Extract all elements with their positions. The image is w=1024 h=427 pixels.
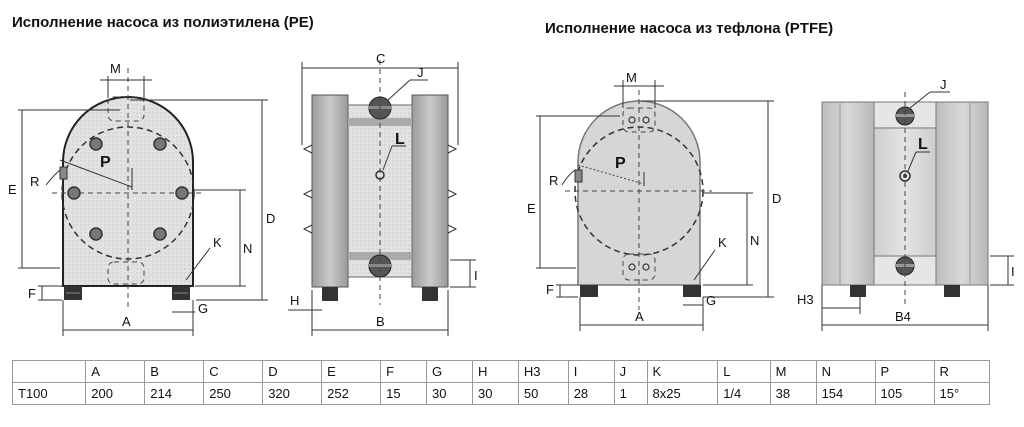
header-cell: L [717, 360, 771, 383]
ptfe-side-label-b4: B4 [895, 309, 911, 324]
pe-front-label-r: R [30, 174, 39, 189]
table-cell: 1/4 [717, 382, 771, 405]
pe-front-view: M P R E D N K F G A [8, 61, 275, 336]
pe-front-label-g: G [198, 301, 208, 316]
table-cell: 200 [85, 382, 146, 405]
table-cell: 8x25 [646, 382, 719, 405]
title-pe: Исполнение насоса из полиэтилена (PE) [12, 14, 314, 31]
table-cell: T100 [11, 382, 87, 405]
table-cell: 154 [815, 382, 876, 405]
table-cell: 15° [933, 382, 990, 405]
header-cell: B [144, 360, 205, 383]
pe-side-label-i: I [474, 268, 478, 283]
table-row: T100 200 214 250 320 252 15 30 30 50 28 … [11, 382, 990, 405]
header-cell: G [426, 360, 473, 383]
table-cell: 30 [426, 382, 473, 405]
pe-side-label-h: H [290, 293, 299, 308]
table-cell: 15 [380, 382, 428, 405]
header-cell: H [471, 360, 519, 383]
ptfe-front-label-a: A [635, 309, 644, 324]
table-cell: 38 [769, 382, 817, 405]
pe-side-label-c: C [376, 51, 385, 66]
header-cell: E [321, 360, 382, 383]
pe-front-label-k: K [213, 235, 222, 250]
header-cell: J [613, 360, 648, 383]
pe-front-label-e: E [8, 182, 17, 197]
table-cell: 28 [567, 382, 615, 405]
table-header-row: A B C D E F G H H3 I J K L M N P R [11, 360, 990, 383]
header-cell: M [769, 360, 817, 383]
table-cell: 1 [613, 382, 648, 405]
header-cell: F [380, 360, 428, 383]
header-cell: A [85, 360, 146, 383]
ptfe-front-label-g: G [706, 293, 716, 308]
table-cell: 214 [144, 382, 205, 405]
header-cell: N [815, 360, 876, 383]
dimensions-table: A B C D E F G H H3 I J K L M N P R T100 … [11, 360, 990, 405]
ptfe-front-label-m: M [626, 70, 637, 85]
table-cell: 320 [262, 382, 323, 405]
header-cell: K [646, 360, 719, 383]
table-cell: 250 [203, 382, 264, 405]
ptfe-front-label-k: K [718, 235, 727, 250]
pe-side-label-b: B [376, 314, 385, 329]
pe-side-label-l: L [395, 131, 405, 148]
pe-front-label-n: N [243, 241, 252, 256]
header-cell [11, 360, 87, 383]
header-cell: H3 [517, 360, 569, 383]
pe-side-view: C J L I H B [288, 51, 478, 336]
ptfe-front-label-n: N [750, 233, 759, 248]
table-cell: 105 [874, 382, 935, 405]
ptfe-side-label-j: J [940, 77, 947, 92]
ptfe-front-label-r: R [549, 173, 558, 188]
pe-front-label-p: P [100, 154, 111, 171]
ptfe-side-label-i: I [1011, 264, 1015, 279]
header-cell: I [567, 360, 615, 383]
ptfe-front-label-d: D [772, 191, 781, 206]
ptfe-front-label-f: F [546, 282, 554, 297]
table-cell: 252 [321, 382, 382, 405]
title-ptfe: Исполнение насоса из тефлона (PTFE) [545, 20, 834, 37]
pe-front-label-m: M [110, 61, 121, 76]
ptfe-side-view: J L I H3 B4 [797, 77, 1015, 331]
ptfe-front-label-p: P [615, 155, 626, 172]
header-cell: P [874, 360, 935, 383]
ptfe-front-view: M P R E D N K F G A [527, 70, 781, 331]
ptfe-side-label-l: L [918, 136, 928, 153]
pe-side-label-j: J [417, 65, 424, 80]
ptfe-side-label-h3: H3 [797, 292, 814, 307]
table-cell: 30 [471, 382, 519, 405]
table-cell: 50 [517, 382, 569, 405]
header-cell: D [262, 360, 323, 383]
pe-front-label-f: F [28, 286, 36, 301]
pe-front-label-a: A [122, 314, 131, 329]
ptfe-front-label-e: E [527, 201, 536, 216]
drawings: M P R E D N K F G A [8, 51, 1015, 336]
header-cell: R [933, 360, 990, 383]
header-cell: C [203, 360, 264, 383]
pe-front-label-d: D [266, 211, 275, 226]
